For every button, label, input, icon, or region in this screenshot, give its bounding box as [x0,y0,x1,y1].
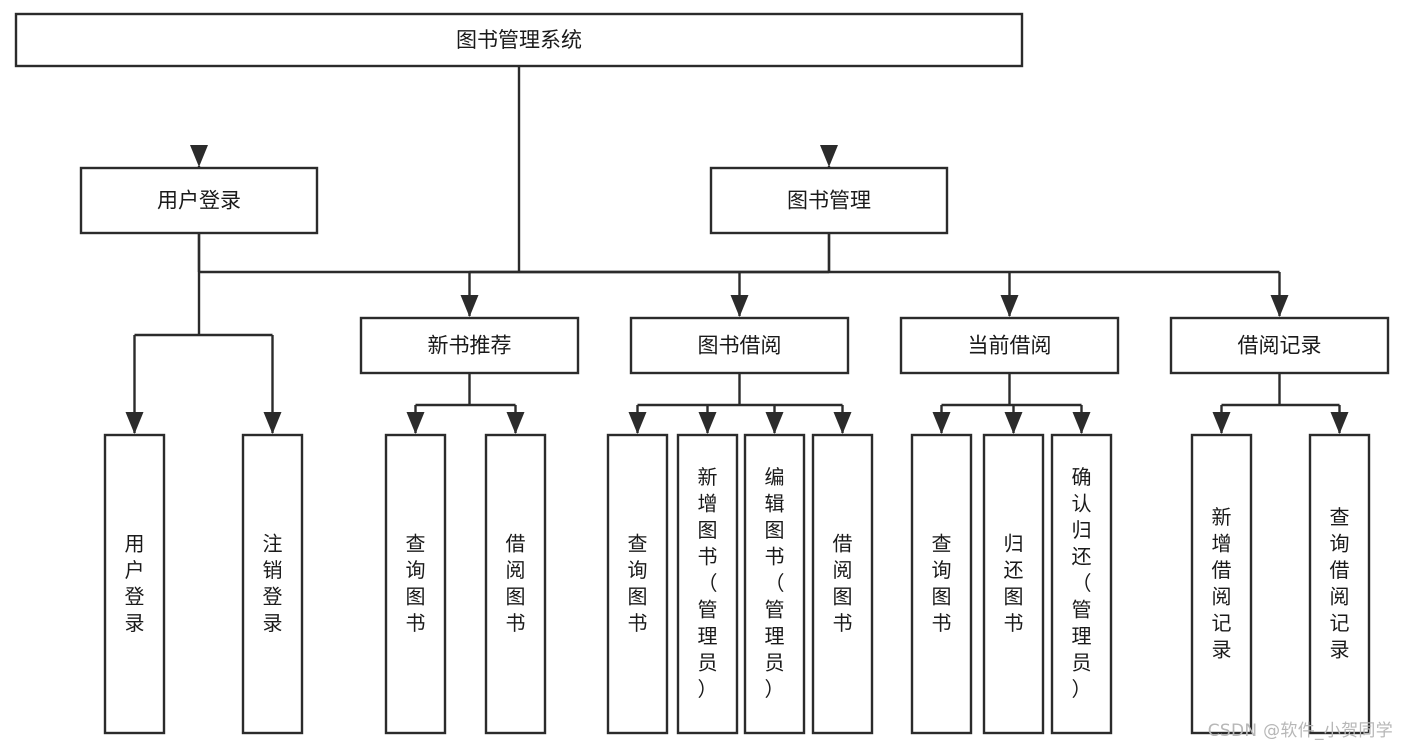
node-leaf-user-login[interactable]: 用户登录 [103,433,166,735]
node-borrow-record[interactable]: 借阅记录 [1169,316,1390,375]
arrow-head-icon [698,412,717,434]
node-book-borrow[interactable]: 图书借阅 [629,316,850,375]
node-box [811,433,874,735]
node-box [79,166,319,235]
node-box [606,433,669,735]
arrow-head-icon [765,412,784,434]
node-leaf-query-book-2[interactable]: 查询图书 [606,433,669,735]
node-box [103,433,166,735]
node-current-borrow[interactable]: 当前借阅 [899,316,1120,375]
node-leaf-logout[interactable]: 注销登录 [241,433,304,735]
node-label: 借阅记录 [1238,334,1322,358]
node-box [709,166,949,235]
node-box [743,433,806,735]
node-user-login[interactable]: 用户登录 [79,166,319,235]
arrow-head-icon [1330,412,1349,434]
node-label: 借阅图书 [506,531,526,635]
arrow-head-icon [1212,412,1231,434]
node-label: 确认归还（管理员） [1072,465,1092,701]
arrow-head-icon [730,295,749,317]
node-label: 用户登录 [157,189,241,213]
node-leaf-query-book-1[interactable]: 查询图书 [384,433,447,735]
node-box [676,433,739,735]
node-box [1190,433,1253,735]
node-label: 查询图书 [628,531,648,635]
node-box [982,433,1045,735]
node-book-manage[interactable]: 图书管理 [709,166,949,235]
node-label: 借阅图书 [833,531,853,635]
node-label: 用户登录 [125,531,145,635]
arrow-head-icon [1000,295,1019,317]
node-label: 新增图书（管理员） [698,465,718,701]
node-root[interactable]: 图书管理系统 [14,12,1024,68]
node-box [241,433,304,735]
node-label: 查询借阅记录 [1330,504,1350,661]
arrow-head-icon [125,412,144,434]
nodes-layer: 图书管理系统用户登录图书管理新书推荐图书借阅当前借阅借阅记录用户登录注销登录查询… [14,12,1390,735]
node-leaf-edit-book[interactable]: 编辑图书（管理员） [743,433,806,735]
node-leaf-add-record[interactable]: 新增借阅记录 [1190,433,1253,735]
connectors-layer [125,66,1349,434]
node-box [899,316,1120,375]
node-box [1050,433,1113,735]
arrow-head-icon [1072,412,1091,434]
node-label: 新增借阅记录 [1212,504,1232,661]
node-leaf-confirm-return[interactable]: 确认归还（管理员） [1050,433,1113,735]
arrow-head-icon [1270,295,1289,317]
node-box [629,316,850,375]
arrow-head-icon [190,145,208,167]
node-box [1308,433,1371,735]
node-label: 新书推荐 [428,334,512,358]
arrow-head-icon [820,145,838,167]
node-label: 编辑图书（管理员） [765,465,785,701]
node-leaf-borrow-book-1[interactable]: 借阅图书 [484,433,547,735]
node-box [14,12,1024,68]
node-leaf-query-record[interactable]: 查询借阅记录 [1308,433,1371,735]
node-box [1169,316,1390,375]
node-label: 查询图书 [406,531,426,635]
node-label: 图书管理系统 [456,28,582,52]
node-leaf-query-book-3[interactable]: 查询图书 [910,433,973,735]
watermark-label: CSDN @软件_小贺同学 [1207,721,1393,741]
arrow-head-icon [406,412,425,434]
node-leaf-add-book[interactable]: 新增图书（管理员） [676,433,739,735]
arrow-head-icon [263,412,282,434]
node-label: 查询图书 [932,531,952,635]
arrow-head-icon [628,412,647,434]
node-new-book-recommend[interactable]: 新书推荐 [359,316,580,375]
node-label: 图书管理 [787,189,871,213]
node-label: 图书借阅 [698,334,782,358]
node-box [384,433,447,735]
node-box [359,316,580,375]
arrow-head-icon [932,412,951,434]
node-box [910,433,973,735]
node-leaf-borrow-book-2[interactable]: 借阅图书 [811,433,874,735]
arrow-head-icon [833,412,852,434]
arrow-head-icon [1004,412,1023,434]
node-label: 当前借阅 [968,334,1052,358]
node-box [484,433,547,735]
node-leaf-return-book[interactable]: 归还图书 [982,433,1045,735]
arrow-head-icon [460,295,479,317]
node-label: 注销登录 [263,531,283,635]
node-label: 归还图书 [1004,531,1024,635]
arrow-head-icon [506,412,525,434]
